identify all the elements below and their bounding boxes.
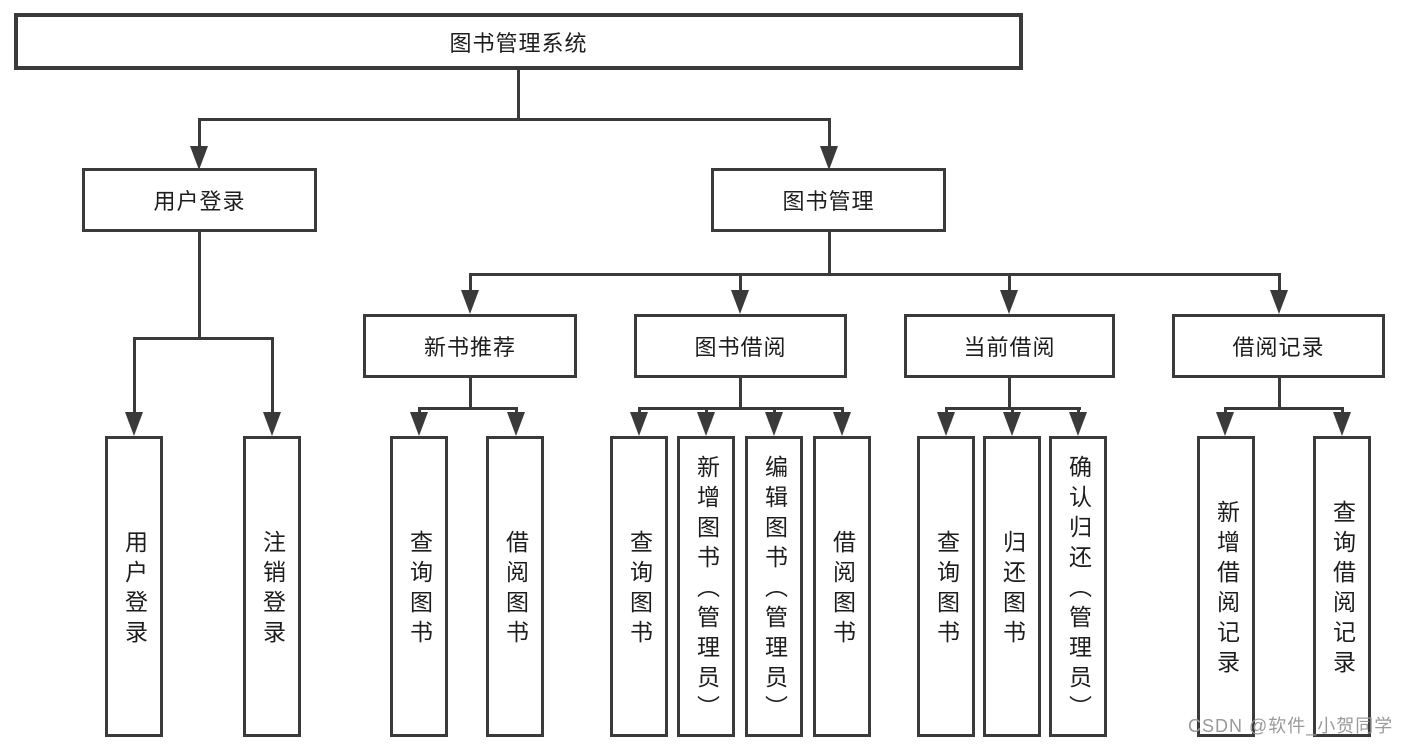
node-library-management-system: 图书管理系统 xyxy=(14,13,1023,70)
arrow-down-icon xyxy=(630,412,648,436)
leaf-logout: 注销登录 xyxy=(243,436,301,737)
connector-stem xyxy=(828,118,831,150)
arrow-down-icon xyxy=(461,290,479,314)
connector-stem xyxy=(739,273,742,291)
arrow-down-icon xyxy=(1069,412,1087,436)
connector-stem xyxy=(1341,407,1344,415)
arrow-down-icon xyxy=(263,412,281,436)
connector-stem xyxy=(705,407,708,415)
node-current-borrow: 当前借阅 xyxy=(904,314,1115,378)
connector-branch xyxy=(418,407,518,410)
arrow-down-icon xyxy=(820,146,838,170)
connector-stem xyxy=(515,407,518,415)
connector-stem xyxy=(1008,378,1011,407)
leaf-confirm-return-admin: 确认归还（管理员） xyxy=(1049,436,1107,737)
connector-stem xyxy=(945,407,948,415)
leaf-query-books-borrow: 查询图书 xyxy=(610,436,668,737)
arrow-down-icon xyxy=(765,412,783,436)
connector-stem xyxy=(418,407,421,415)
connector-root-branch xyxy=(198,118,830,121)
connector-stem xyxy=(828,232,831,273)
leaf-query-books-recommend: 查询图书 xyxy=(390,436,448,737)
node-book-borrow: 图书借阅 xyxy=(634,314,847,378)
leaf-borrow-books-recommend: 借阅图书 xyxy=(486,436,544,737)
connector-stem xyxy=(1008,273,1011,291)
leaf-return-books: 归还图书 xyxy=(983,436,1041,737)
connector-stem xyxy=(1278,273,1281,291)
connector-stem xyxy=(198,118,201,150)
leaf-query-books-current: 查询图书 xyxy=(917,436,975,737)
connector-stem xyxy=(773,407,776,415)
connector-stem xyxy=(638,407,641,415)
connector-stem xyxy=(469,273,472,291)
connector-branch xyxy=(638,407,844,410)
arrow-down-icon xyxy=(1000,290,1018,314)
connector-stem xyxy=(841,407,844,415)
arrow-down-icon xyxy=(125,412,143,436)
leaf-borrow-books: 借阅图书 xyxy=(813,436,871,737)
arrow-down-icon xyxy=(1216,412,1234,436)
arrow-down-icon xyxy=(833,412,851,436)
connector-branch xyxy=(133,337,274,340)
connector-stem xyxy=(198,232,201,337)
node-new-book-recommend: 新书推荐 xyxy=(363,314,577,378)
arrow-down-icon xyxy=(190,146,208,170)
arrow-down-icon xyxy=(410,412,428,436)
node-borrow-records: 借阅记录 xyxy=(1172,314,1385,378)
leaf-user-login: 用户登录 xyxy=(105,436,163,737)
connector-stem xyxy=(1077,407,1080,415)
node-user-login: 用户登录 xyxy=(82,168,317,232)
leaf-add-borrow-record: 新增借阅记录 xyxy=(1197,436,1255,737)
arrow-down-icon xyxy=(731,290,749,314)
connector-stem xyxy=(1278,378,1281,407)
node-book-management: 图书管理 xyxy=(711,168,946,232)
arrow-down-icon xyxy=(1270,290,1288,314)
arrow-down-icon xyxy=(697,412,715,436)
leaf-query-borrow-record: 查询借阅记录 xyxy=(1313,436,1371,737)
connector-stem xyxy=(271,337,274,415)
leaf-add-books-admin: 新增图书（管理员） xyxy=(677,436,735,737)
connector-stem xyxy=(1011,407,1014,415)
connector-root-stem xyxy=(517,70,520,118)
connector-branch xyxy=(469,273,1281,276)
connector-stem xyxy=(1224,407,1227,415)
arrow-down-icon xyxy=(507,412,525,436)
csdn-watermark: CSDN @软件_小贺同学 xyxy=(1188,716,1394,736)
arrow-down-icon xyxy=(937,412,955,436)
connector-stem xyxy=(739,378,742,407)
leaf-edit-books-admin: 编辑图书（管理员） xyxy=(745,436,803,737)
arrow-down-icon xyxy=(1003,412,1021,436)
arrow-down-icon xyxy=(1333,412,1351,436)
connector-branch xyxy=(1224,407,1344,410)
connector-stem xyxy=(469,378,472,407)
connector-stem xyxy=(133,337,136,415)
